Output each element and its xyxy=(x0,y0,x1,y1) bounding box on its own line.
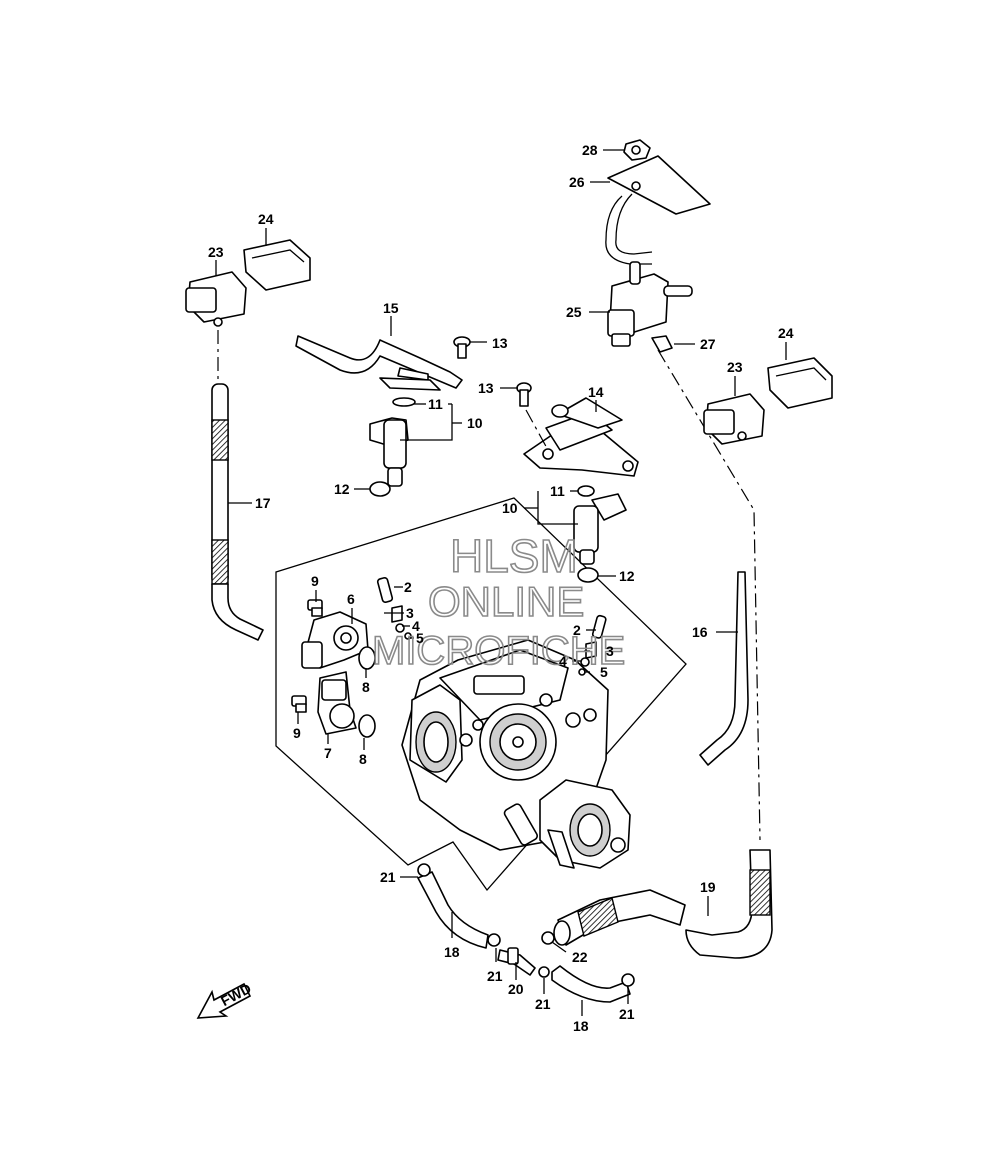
callout-12: 12 xyxy=(334,481,350,497)
callout-20: 20 xyxy=(508,981,524,997)
callout-21: 21 xyxy=(487,968,503,984)
screw-13a xyxy=(453,336,471,359)
coupler-24a xyxy=(243,239,311,291)
callout-24: 24 xyxy=(258,211,274,227)
callout-26: 26 xyxy=(569,174,585,190)
small-parts-left xyxy=(376,576,412,640)
bracket-26 xyxy=(605,155,711,265)
callout-9: 9 xyxy=(311,573,319,589)
hose-18-right xyxy=(551,965,631,1003)
callout-10: 10 xyxy=(502,500,518,516)
callout-9: 9 xyxy=(293,725,301,741)
o-ring-8b xyxy=(358,714,376,738)
nut-28 xyxy=(623,139,651,161)
callout-15: 15 xyxy=(383,300,399,316)
callout-8: 8 xyxy=(362,679,370,695)
watermark-line-2: ONLINE xyxy=(428,578,584,625)
callout-23: 23 xyxy=(208,244,224,260)
callout-13: 13 xyxy=(478,380,494,396)
callout-5: 5 xyxy=(416,630,424,646)
small-parts-right xyxy=(578,614,607,676)
injector-10a xyxy=(369,397,416,497)
screws-9 xyxy=(291,599,323,713)
screw-13b xyxy=(516,382,532,407)
callout-2: 2 xyxy=(573,622,581,638)
sensor-23a xyxy=(185,271,247,327)
hose-19 xyxy=(553,849,773,959)
callout-4: 4 xyxy=(559,653,567,669)
callout-22: 22 xyxy=(572,949,588,965)
callout-16: 16 xyxy=(692,624,708,640)
sensor-23b xyxy=(703,393,765,445)
callout-25: 25 xyxy=(566,304,582,320)
callout-6: 6 xyxy=(347,591,355,607)
clamps xyxy=(417,863,635,987)
fuel-rail-15 xyxy=(295,335,463,391)
callout-21: 21 xyxy=(535,996,551,1012)
callout-21: 21 xyxy=(619,1006,635,1022)
route-line-right xyxy=(657,349,761,841)
fuel-port-14 xyxy=(523,397,639,477)
callout-10: 10 xyxy=(467,415,483,431)
fwd-arrow-icon: FWD xyxy=(196,980,254,1019)
assembly-outline xyxy=(275,497,687,892)
callout-11: 11 xyxy=(428,396,443,412)
hose-17 xyxy=(211,383,264,641)
callout-5: 5 xyxy=(600,664,608,680)
callout-24: 24 xyxy=(778,325,794,341)
callout-3: 3 xyxy=(606,643,614,659)
callout-labels: 28 26 24 23 25 27 15 13 13 14 24 23 11 1… xyxy=(208,142,794,1034)
o-ring-8a xyxy=(358,646,376,670)
leader-lines xyxy=(215,149,787,1016)
callout-3: 3 xyxy=(406,605,414,621)
callout-11: 11 xyxy=(550,483,565,499)
callout-14: 14 xyxy=(588,384,604,400)
clip-27 xyxy=(651,335,673,353)
callout-19: 19 xyxy=(700,879,716,895)
sensor-6 xyxy=(301,611,369,669)
fwd-label: FWD xyxy=(218,980,254,1009)
callout-7: 7 xyxy=(324,745,332,761)
callout-28: 28 xyxy=(582,142,598,158)
callout-13: 13 xyxy=(492,335,508,351)
watermark: HLSM ONLINE MICROFICHE xyxy=(371,529,626,674)
coupler-24b xyxy=(767,357,833,409)
callout-23: 23 xyxy=(727,359,743,375)
callout-27: 27 xyxy=(700,336,716,352)
watermark-line-3: MICROFICHE xyxy=(372,629,625,673)
callout-17: 17 xyxy=(255,495,271,511)
callout-2: 2 xyxy=(404,579,412,595)
hose-16 xyxy=(699,571,749,766)
watermark-line-1: HLSM xyxy=(450,530,578,582)
valve-25 xyxy=(607,261,693,347)
callout-12: 12 xyxy=(619,568,635,584)
throttle-body xyxy=(401,639,631,869)
callout-18: 18 xyxy=(573,1018,589,1034)
hose-18-left xyxy=(417,871,489,949)
callout-21: 21 xyxy=(380,869,396,885)
callout-18: 18 xyxy=(444,944,460,960)
callout-4: 4 xyxy=(412,618,420,634)
route-line-14 xyxy=(525,409,549,451)
callout-8: 8 xyxy=(359,751,367,767)
sensor-7 xyxy=(317,671,357,735)
